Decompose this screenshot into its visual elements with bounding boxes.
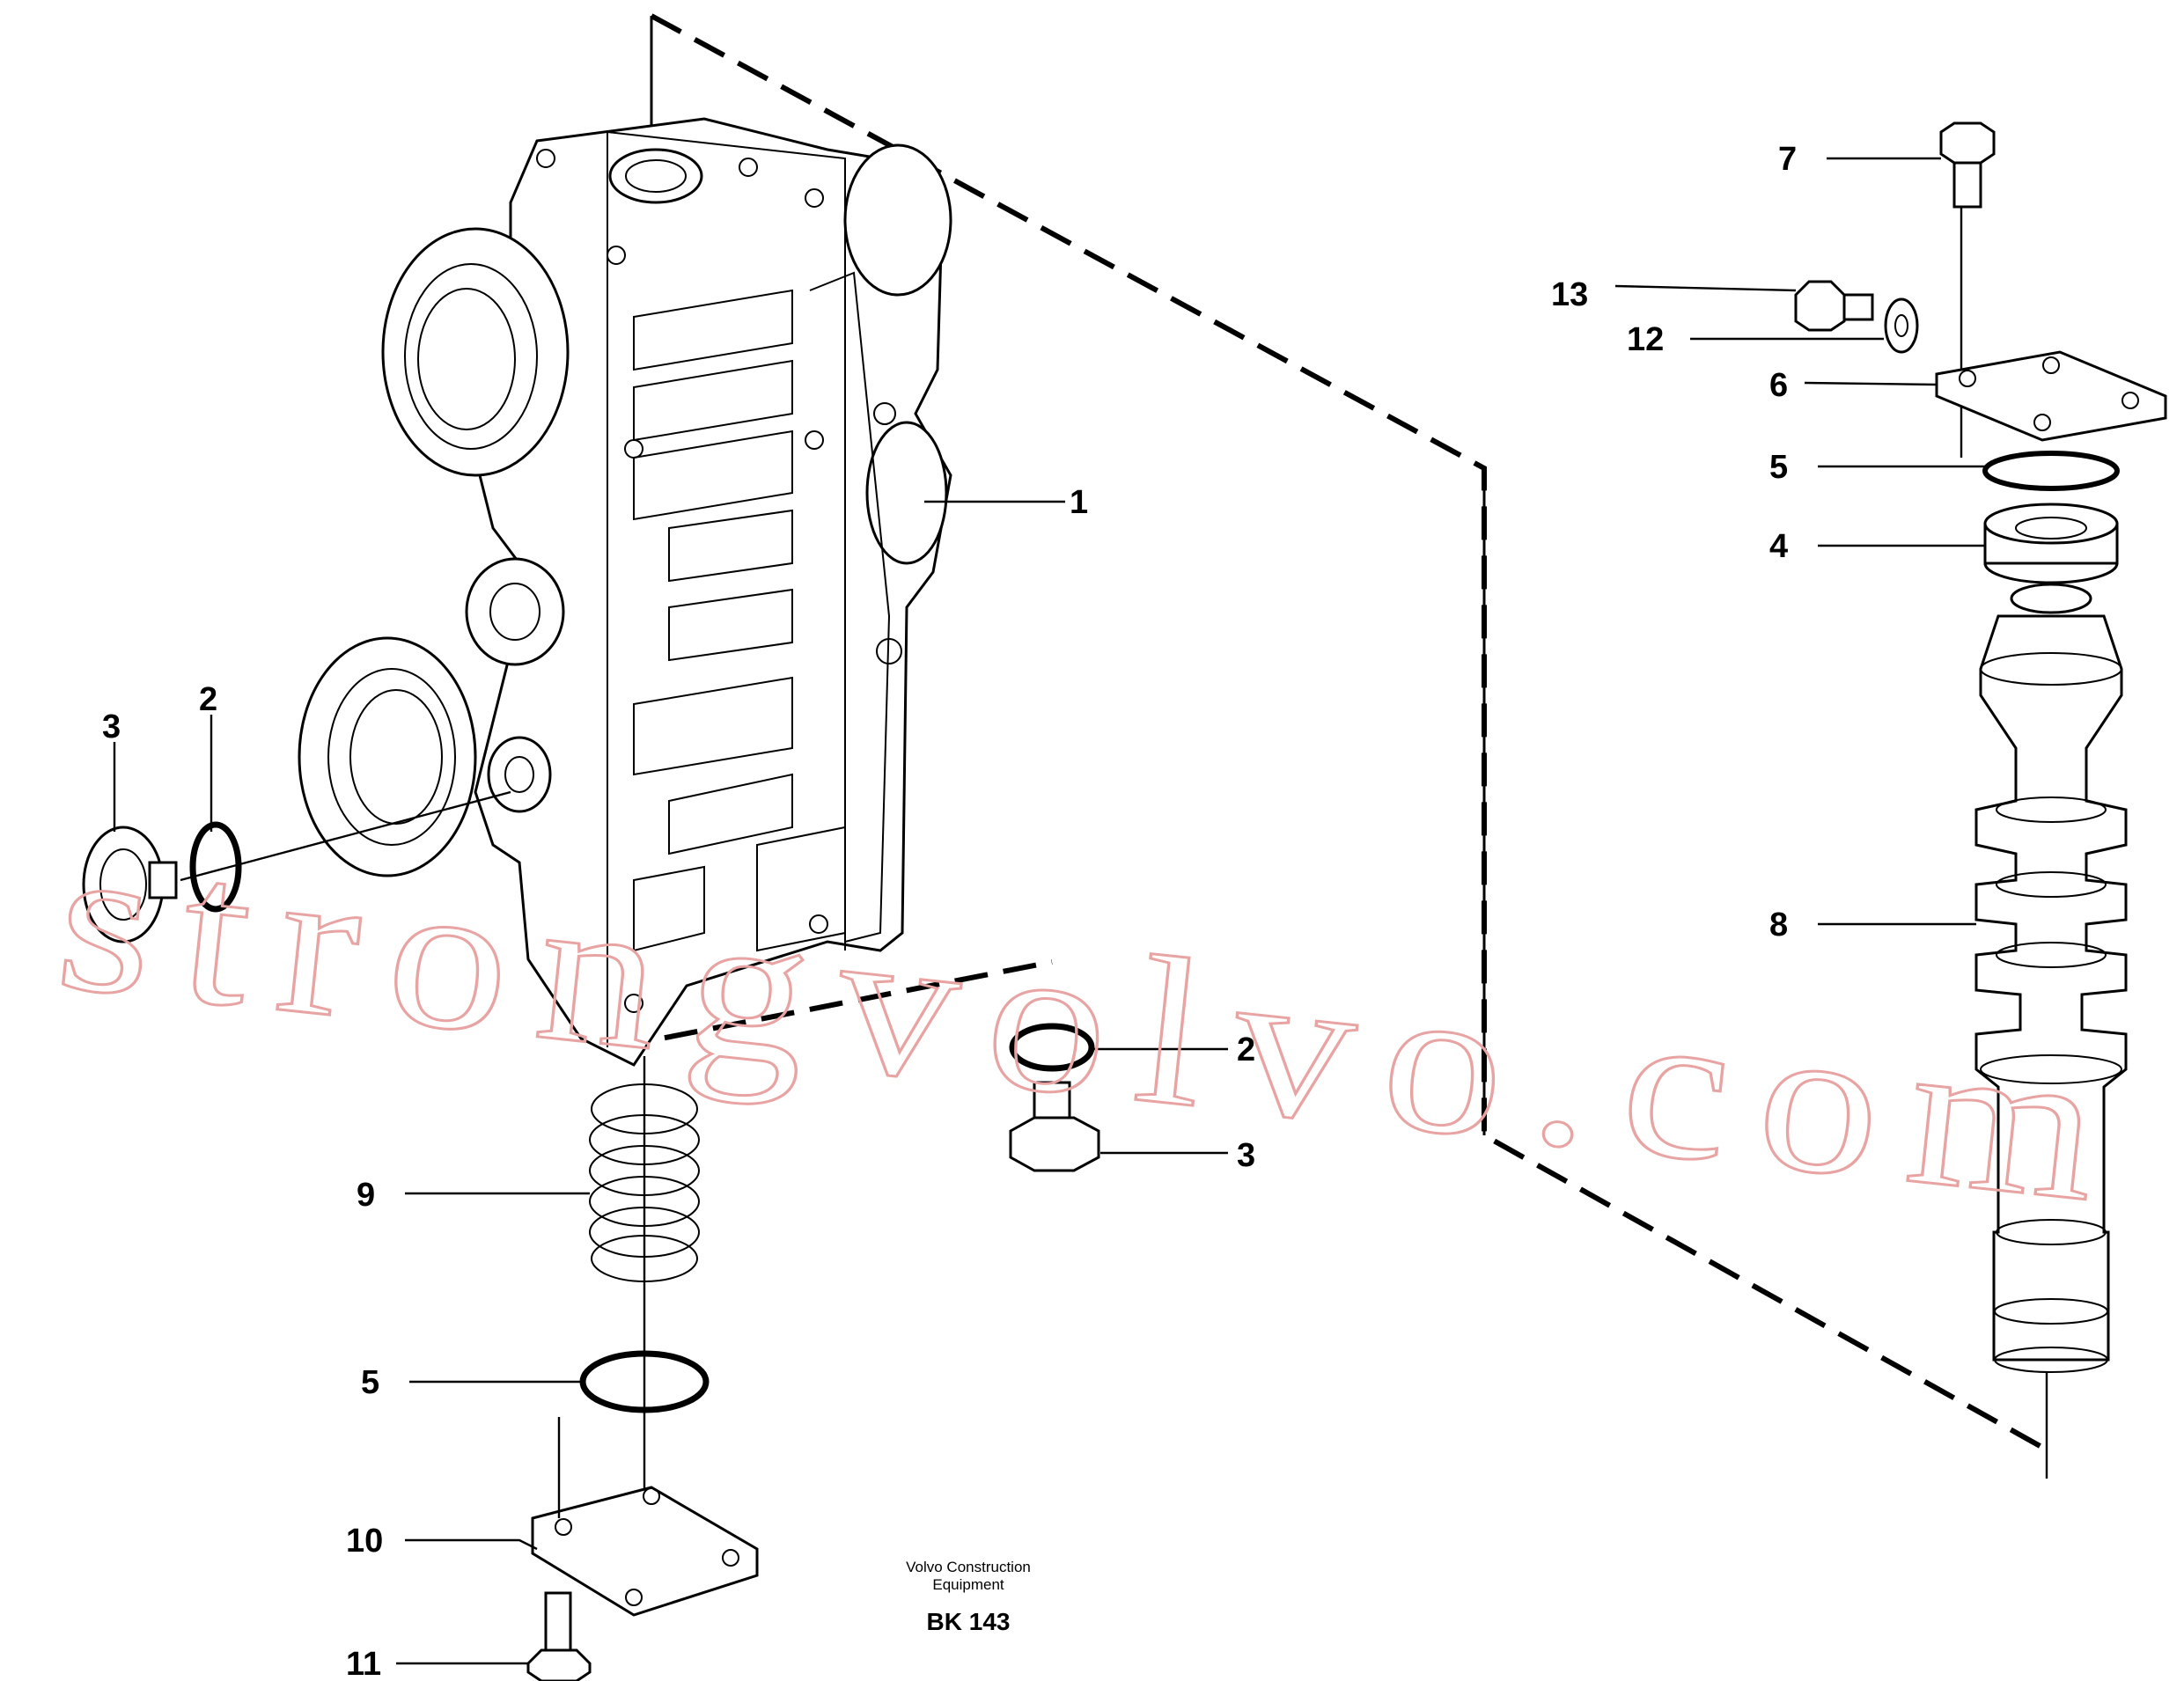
bolt-part-11 — [526, 1591, 592, 1681]
callout-7: 7 — [1778, 141, 1797, 178]
o-ring-part-2-left — [189, 821, 242, 913]
o-ring-part-5-bottom — [579, 1350, 710, 1413]
callout-4: 4 — [1769, 528, 1788, 565]
cover-plate-part-10 — [531, 1417, 759, 1617]
callout-10: 10 — [346, 1523, 383, 1560]
plug-part-3-center — [1009, 1081, 1100, 1172]
leader-13 — [1614, 284, 1797, 292]
callout-12: 12 — [1627, 321, 1664, 358]
caption-manufacturer-line1: Volvo Construction — [906, 1559, 1031, 1575]
bolt-part-7 — [1939, 121, 1996, 209]
sleeve-part-4 — [1983, 503, 2119, 584]
spool-part-8 — [1974, 583, 2128, 1373]
callout-6: 6 — [1769, 367, 1788, 404]
washer-part-12 — [1884, 297, 1919, 354]
o-ring-part-5-top — [1982, 451, 2120, 491]
callout-5-top: 5 — [1769, 449, 1788, 486]
leader-10 — [405, 1538, 538, 1551]
dashed-assembly-outline — [650, 13, 2053, 1455]
nut-part-13 — [1794, 280, 1874, 332]
valve-housing-part-1 — [298, 117, 952, 1067]
callout-11: 11 — [346, 1646, 381, 1681]
leader-6 — [1804, 381, 1938, 386]
callout-1: 1 — [1070, 484, 1088, 521]
callout-9: 9 — [357, 1177, 375, 1214]
callout-13: 13 — [1551, 276, 1588, 313]
axis-line-left-plug — [180, 790, 511, 882]
callout-3-left: 3 — [102, 708, 121, 745]
o-ring-part-2-center — [1009, 1023, 1095, 1072]
cover-plate-part-6 — [1935, 350, 2167, 442]
callout-2-left: 2 — [199, 681, 217, 718]
callout-5-bottom: 5 — [361, 1364, 379, 1401]
caption-diagram-code: BK 143 — [927, 1608, 1011, 1635]
caption-manufacturer-line2: Equipment — [932, 1576, 1004, 1593]
callout-2-center: 2 — [1237, 1031, 1255, 1068]
dashed-assembly-outline-lower — [615, 959, 1053, 1050]
callout-8: 8 — [1769, 907, 1788, 943]
plug-part-3-left — [82, 826, 178, 943]
callout-3-center: 3 — [1237, 1137, 1255, 1174]
